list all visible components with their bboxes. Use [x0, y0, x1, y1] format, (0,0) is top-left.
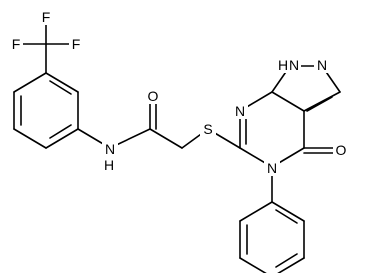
bond-c3-c3a-double	[306, 96, 333, 112]
amide-oxygen-label: O	[148, 88, 159, 104]
bond-bottom-ring-double-2	[275, 253, 298, 268]
bond-c7a-c3a	[271, 91, 305, 112]
bond-bottom-ring-3	[277, 257, 305, 273]
bond-bottom-ring-double-1	[275, 209, 298, 224]
bond-bottom-ring-1	[271, 201, 305, 222]
bond-left-ring-double-2	[49, 124, 72, 139]
amide-hydrogen-label: H	[104, 157, 114, 173]
bond-left-ring-double-1	[49, 80, 72, 95]
atom-labels: F F F O N H S N N O H N N	[9, 9, 349, 176]
bond-bottom-ring-6	[239, 201, 273, 222]
bond-left-ring-4	[13, 128, 47, 149]
ketone-oxygen-label: O	[336, 142, 347, 158]
fluorine-label-3: F	[72, 36, 81, 52]
bond-c3-c3a	[303, 91, 341, 112]
fluorine-label-1: F	[12, 36, 21, 52]
fluorine-label-2: F	[42, 9, 51, 25]
amide-nitrogen-label: N	[105, 141, 115, 157]
sulfur-label: S	[203, 121, 212, 137]
pyrazole-hydrogen-label: H	[278, 57, 288, 73]
pyrimidine-nitrogen-left-label: N	[235, 103, 245, 119]
pyrazole-nitrogen-h-label: N	[289, 57, 299, 73]
bond-left-ring-3	[45, 128, 79, 149]
pyrazole-nitrogen-right-label: N	[317, 57, 327, 73]
bond-carbonyl-ch2	[149, 128, 183, 149]
bond-bottom-ring-4	[239, 257, 267, 273]
pyrimidine-nitrogen-bottom-label: N	[267, 160, 277, 176]
bond-left-ring-6	[13, 72, 47, 93]
bond-left-ring-1	[45, 72, 79, 93]
